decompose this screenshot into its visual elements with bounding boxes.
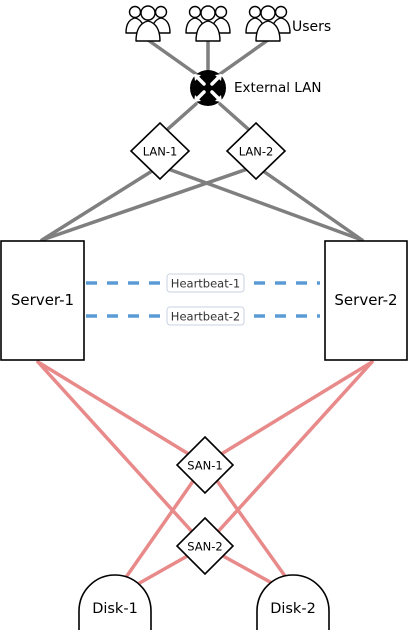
link-lan2-server2 bbox=[254, 164, 364, 242]
users-label: Users bbox=[292, 19, 331, 35]
link-server1-san2 bbox=[36, 360, 207, 548]
link-lan1-server1 bbox=[40, 164, 162, 242]
disk2-node: Disk-2 bbox=[256, 574, 330, 630]
heartbeat-label-1: Heartbeat-1 bbox=[166, 273, 245, 293]
lan2-node: LAN-2 bbox=[225, 121, 287, 181]
user-group-icon-1 bbox=[125, 5, 171, 42]
heartbeat-label-2: Heartbeat-2 bbox=[166, 306, 245, 326]
users-icon bbox=[125, 5, 291, 42]
disk1-node: Disk-1 bbox=[78, 574, 152, 630]
server1-node: Server-1 bbox=[0, 240, 85, 361]
link-server2-san2 bbox=[203, 360, 374, 548]
external-lan-label: External LAN bbox=[234, 80, 321, 96]
link-san1-disk2 bbox=[203, 462, 292, 585]
link-server2-san1 bbox=[203, 360, 374, 466]
link-users1-extlan bbox=[146, 38, 198, 76]
server2-label: Server-2 bbox=[334, 291, 397, 309]
lan-links bbox=[40, 38, 364, 242]
link-server1-san1 bbox=[36, 360, 207, 466]
lan1-label: LAN-1 bbox=[143, 145, 178, 159]
external-lan-icon bbox=[190, 70, 226, 106]
server1-label: Server-1 bbox=[11, 291, 74, 309]
disk1-label: Disk-1 bbox=[92, 601, 138, 617]
lan2-label: LAN-2 bbox=[239, 145, 274, 159]
link-san1-disk1 bbox=[120, 462, 207, 585]
san1-node: SAN-1 bbox=[175, 435, 235, 495]
san1-label: SAN-1 bbox=[187, 459, 222, 473]
lan1-node: LAN-1 bbox=[129, 121, 191, 181]
heartbeat-1-text: Heartbeat-1 bbox=[171, 277, 240, 291]
user-group-icon-2 bbox=[185, 5, 231, 42]
san2-label: SAN-2 bbox=[187, 540, 222, 554]
heartbeat-links bbox=[86, 281, 320, 318]
user-group-icon-3 bbox=[245, 5, 291, 42]
san2-node: SAN-2 bbox=[175, 516, 235, 576]
link-lan1-server2 bbox=[158, 164, 364, 242]
link-lan2-server1 bbox=[40, 164, 258, 242]
disk2-label: Disk-2 bbox=[270, 601, 316, 617]
link-users3-extlan bbox=[218, 38, 270, 76]
server2-node: Server-2 bbox=[324, 240, 408, 361]
heartbeat-2-text: Heartbeat-2 bbox=[171, 310, 240, 324]
